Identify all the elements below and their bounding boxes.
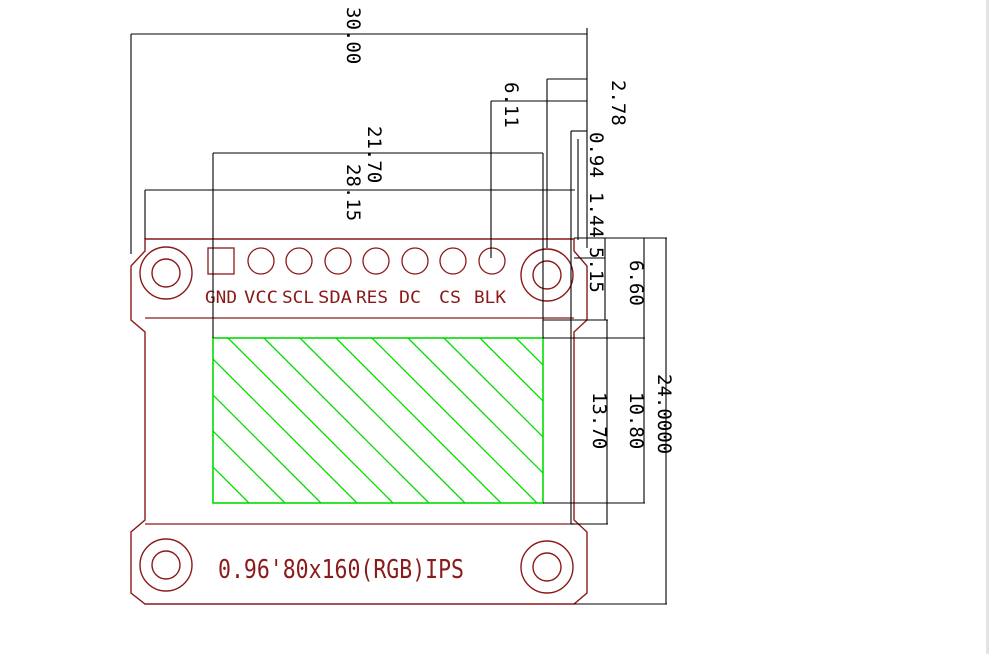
pin-label-sda: SDA [318,288,352,308]
pin-pad-gnd [207,247,235,275]
mounting-hole-bottom-right [520,540,574,594]
pin-label-cs: CS [439,288,461,308]
product-label: 0.96'80x160(RGB)IPS [218,555,464,585]
dim-offset-d: 6.60 [625,260,647,306]
dim-height-total: 24.0000 [653,374,675,454]
display-hatch-line [479,338,543,402]
dim-pin-offset: 6.11 [500,82,522,128]
pin-label-vcc: VCC [244,288,278,308]
display-hatch-line [443,338,543,438]
dim-width-total: 30.00 [342,7,364,64]
display-hatch-line [263,338,430,503]
display-hatch-line [371,338,538,503]
display-hatch-line [213,430,286,503]
mounting-hole-bottom-left [139,538,193,592]
display-hatch-line [213,394,322,503]
pin-pad-dc [401,247,429,275]
pin-pad-res [362,247,390,275]
pin-pad-vcc [247,247,275,275]
display-hatch-line [335,338,502,503]
display-area [212,337,861,504]
dim-offset-c: 5.15 [585,247,607,293]
dim-hole-to-hole-offset: 28.15 [342,164,364,221]
display-hatch-line [213,466,250,503]
dim-hole-edge: 2.78 [607,80,629,126]
mounting-hole-top-left [139,246,193,300]
display-hatch-line [227,338,394,503]
display-hatch-line [213,358,358,503]
pin-label-dc: DC [399,288,421,308]
display-hatch-line [660,338,825,503]
pin-label-blk: BLK [474,288,507,308]
display-hatch-line [696,338,861,503]
pin-pad-sda [324,247,352,275]
pin-label-res: RES [356,288,388,308]
display-hatch-line [299,338,466,503]
dim-offset-a: 0.94 [585,132,607,178]
dim-display-offset: 21.70 [363,126,385,183]
window-edge [986,0,989,654]
display-hatch-line [213,502,214,503]
display-hatch-line [624,338,789,503]
pin-pad-cs [439,247,467,275]
dim-active-height: 13.70 [588,392,610,449]
pin-label-gnd: GND [205,288,237,308]
dim-offset-b: 1.44 [585,192,607,238]
display-hatch-line [407,338,543,474]
dim-display-height: 10.80 [625,392,647,449]
pin-pad-scl [285,247,313,275]
pin-pad-blk [478,247,506,275]
mounting-hole-top-right [520,248,574,302]
pin-label-scl: SCL [282,288,314,308]
